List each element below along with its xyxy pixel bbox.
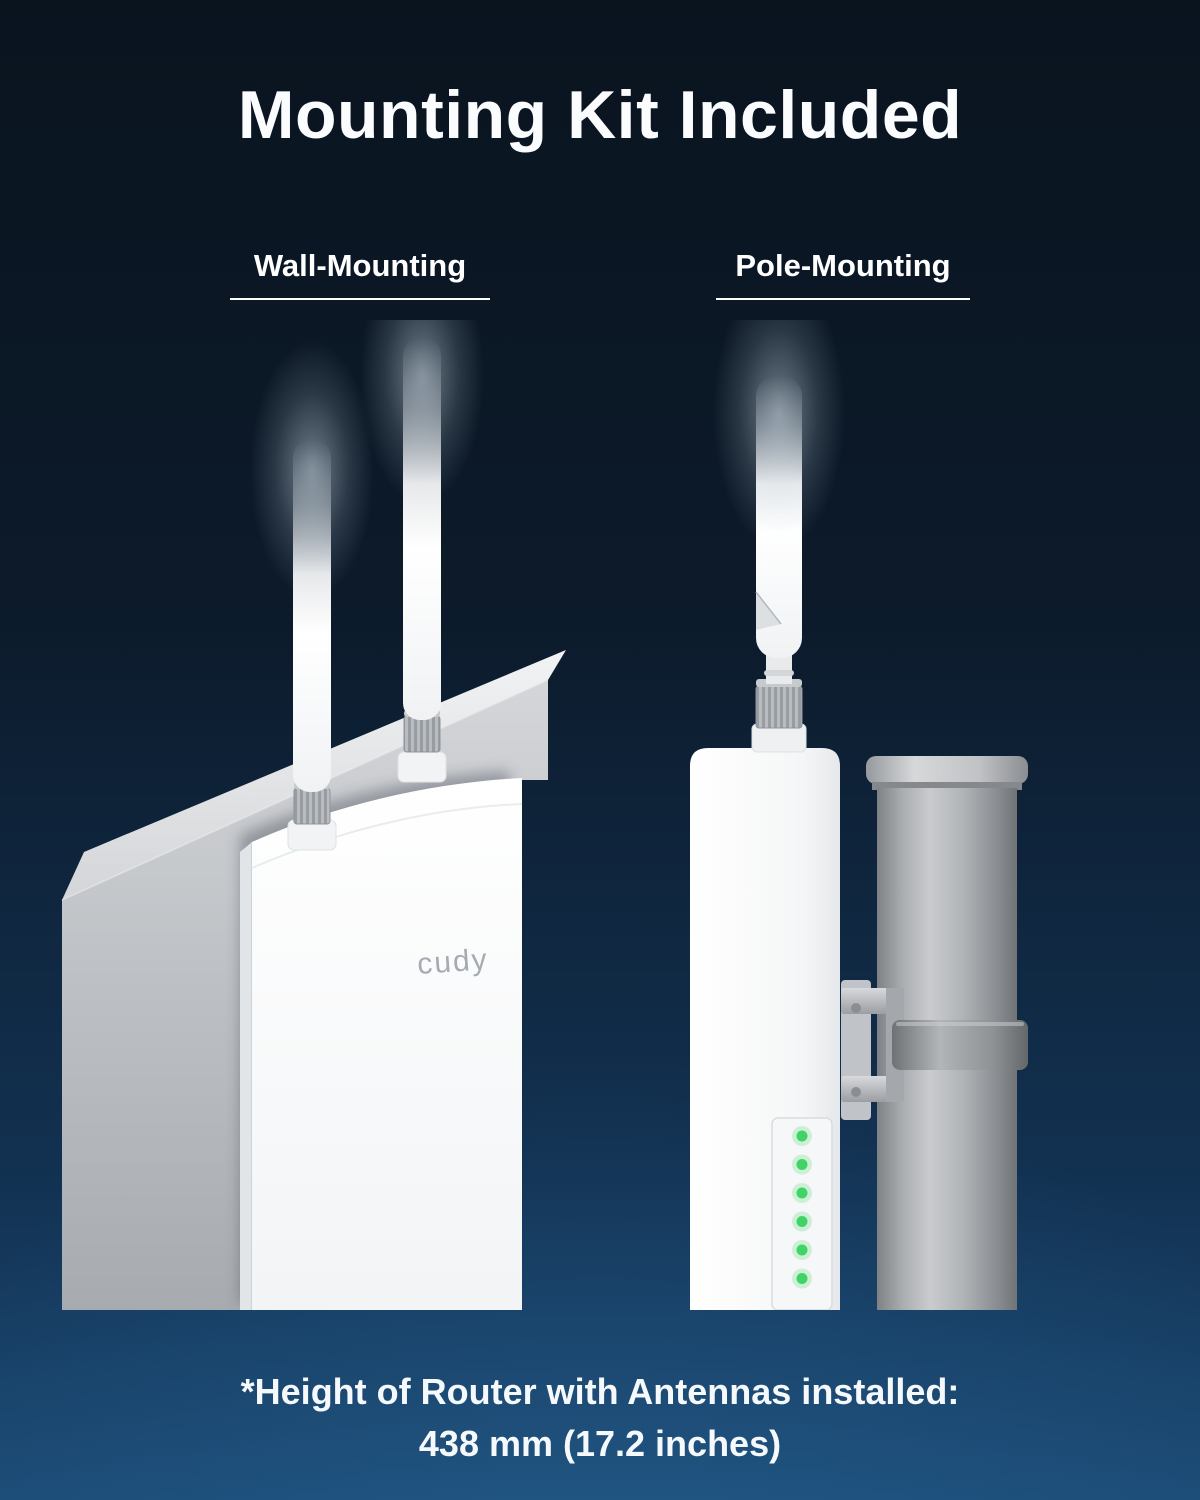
led-panel (771, 1117, 833, 1310)
access-point-front: cudy (240, 778, 523, 1310)
led-indicator (796, 1159, 808, 1170)
mounting-illustrations: cudy (61, 320, 1028, 1310)
led-indicator (796, 1273, 808, 1284)
bracket-bolt (851, 1087, 861, 1097)
led-indicator (796, 1187, 808, 1199)
antenna-right (360, 320, 484, 783)
pole-bracket (841, 980, 1028, 1120)
footnote-line-2: 438 mm (17.2 inches) (418, 1423, 782, 1464)
pole-mounting-label-text: Pole-Mounting (735, 248, 951, 283)
led-strip (792, 1126, 812, 1289)
antenna-mount-base (397, 751, 447, 783)
wall-mounting-scene: cudy (61, 320, 566, 1310)
bracket-bolt (851, 1003, 861, 1013)
antenna-side (713, 320, 845, 753)
antenna-glow (360, 320, 484, 505)
pole-mounting-scene (690, 320, 1028, 1310)
antenna-connector-nut (755, 685, 803, 729)
page-title: Mounting Kit Included (237, 77, 963, 153)
led-indicator (796, 1216, 808, 1227)
antenna-glow (713, 320, 845, 550)
antenna-connector-nut (293, 787, 331, 825)
antenna-hinge-notch (756, 592, 781, 630)
pole-mounting-underline (716, 298, 970, 300)
pole-cap (866, 756, 1028, 784)
wall-mounting-underline (230, 298, 490, 300)
brand-logo: cudy (416, 943, 490, 981)
bracket-clamp-band (892, 1020, 1028, 1070)
footnote-line-1: *Height of Router with Antennas installe… (240, 1371, 960, 1412)
led-indicator (796, 1244, 808, 1256)
footnote: *Height of Router with Antennas installe… (0, 1366, 1200, 1470)
antenna-glow (250, 340, 374, 600)
led-indicator (796, 1130, 808, 1142)
access-point-side (690, 748, 840, 1310)
antenna-left (250, 340, 374, 851)
antenna-connector-nut (403, 715, 441, 753)
wall-mounting-label: Wall-Mounting (230, 248, 490, 300)
pole-mounting-label: Pole-Mounting (716, 248, 970, 300)
wall-mounting-label-text: Wall-Mounting (253, 248, 467, 283)
